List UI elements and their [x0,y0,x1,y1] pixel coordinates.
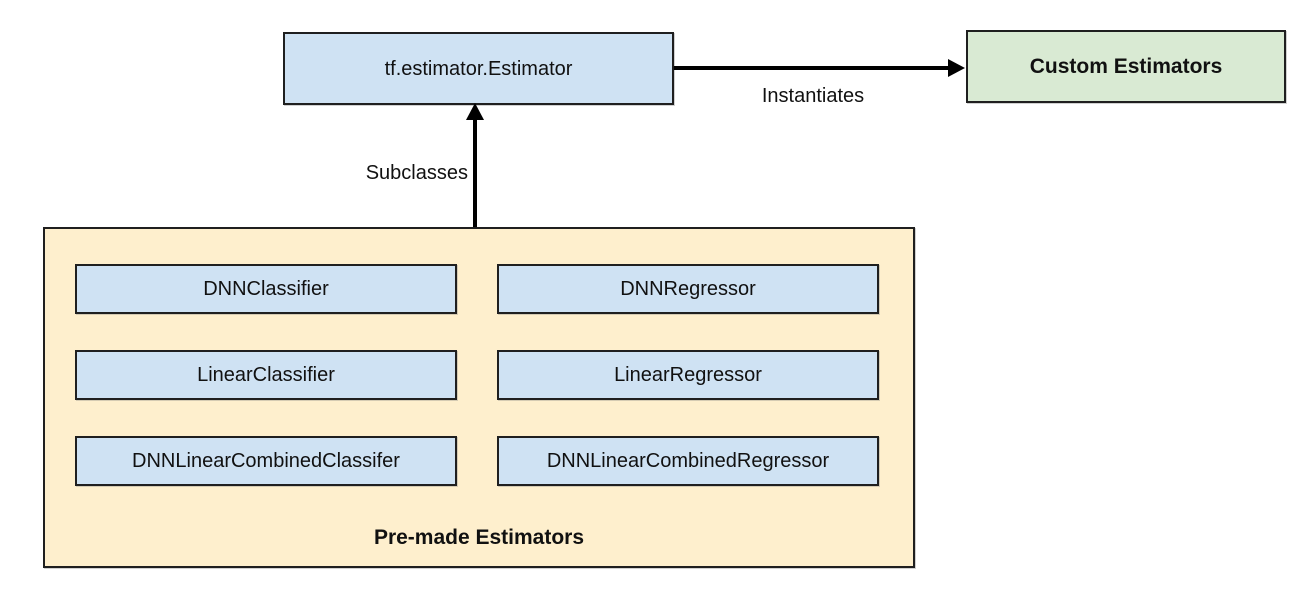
estimator-box-label: tf.estimator.Estimator [384,57,573,80]
custom-estimators-box: Custom Estimators [966,30,1286,103]
premade-item-label: DNNLinearCombinedRegressor [546,450,830,472]
estimator-box: tf.estimator.Estimator [283,32,674,105]
subclasses-label: Subclasses [365,162,468,184]
custom-estimators-box-label: Custom Estimators [1029,55,1223,78]
premade-item-label: DNNLinearCombinedClassifer [132,450,400,472]
premade-item-box: DNNClassifier [75,264,457,314]
premade-item-label: DNNRegressor [620,278,756,300]
premade-item-box: LinearClassifier [75,350,457,400]
premade-item-label: LinearClassifier [197,364,335,386]
premade-item-box: LinearRegressor [497,350,879,400]
premade-item-label: LinearRegressor [614,364,762,386]
subclasses-arrow-line [473,117,477,228]
premade-estimators-title: Pre-made Estimators [373,526,585,549]
premade-item-box: DNNLinearCombinedClassifer [75,436,457,486]
premade-item-box: DNNRegressor [497,264,879,314]
subclasses-arrowhead-icon [466,103,484,120]
premade-item-box: DNNLinearCombinedRegressor [497,436,879,486]
instantiates-arrowhead-icon [948,59,965,77]
instantiates-label: Instantiates [761,85,865,107]
premade-item-label: DNNClassifier [203,278,329,300]
instantiates-arrow-line [674,66,952,70]
premade-estimators-container: DNNClassifier DNNRegressor LinearClassif… [43,227,915,568]
